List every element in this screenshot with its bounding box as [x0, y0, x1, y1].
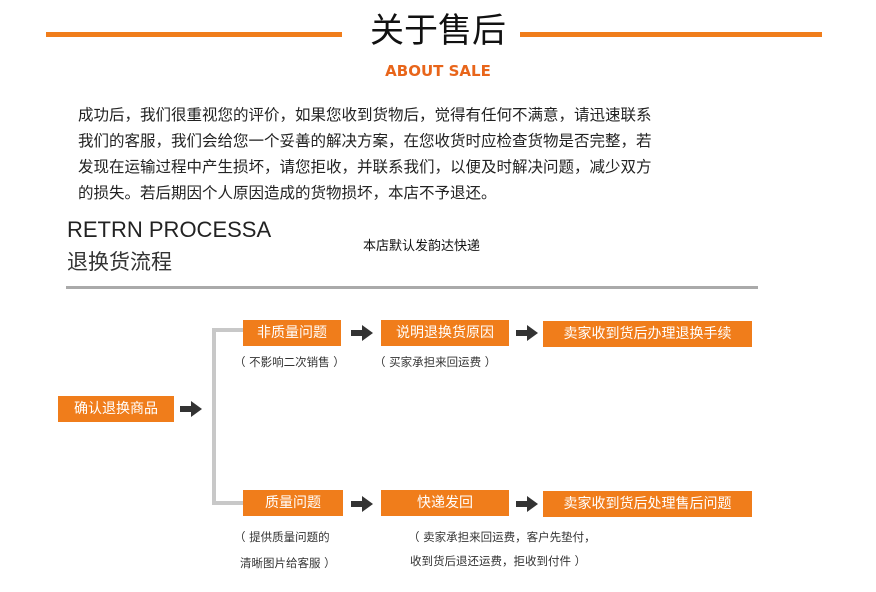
header-bar-left — [46, 32, 342, 37]
flow-connector-bottom — [212, 501, 243, 505]
right-arrow-icon — [516, 325, 538, 341]
process-title-cn: 退换货流程 — [67, 250, 172, 274]
flow-bottom-step1-note: （ 提供质量问题的 — [234, 530, 330, 544]
flow-connector-top — [212, 328, 243, 332]
intro-line: 发现在运输过程中产生损坏，请您拒收，并联系我们，以便及时解决问题，减少双方 — [78, 158, 652, 176]
flow-top-step1-note: （ 不影响二次销售 ） — [234, 355, 345, 369]
flow-bottom-step2-note: （ 卖家承担来回运费，客户先垫付， — [408, 530, 596, 544]
intro-paragraph: 成功后，我们很重视您的评价，如果您收到货物后，觉得有任何不满意，请迅速联系 我们… — [78, 102, 768, 206]
page-subtitle: ABOUT SALE — [385, 62, 491, 80]
flow-top-step3-box: 卖家收到货后办理退换手续 — [543, 321, 752, 347]
right-arrow-icon — [351, 496, 373, 512]
flow-bottom-step1-box: 质量问题 — [243, 490, 343, 516]
flow-bottom-step3-box: 卖家收到货后处理售后问题 — [543, 491, 752, 517]
section-divider — [66, 286, 758, 289]
flow-top-step1-box: 非质量问题 — [243, 320, 341, 346]
header-bar-right — [500, 32, 822, 37]
intro-line: 我们的客服，我们会给您一个妥善的解决方案，在您收货时应检查货物是否完整，若 — [78, 132, 652, 150]
page-title: 关于售后 — [0, 11, 876, 51]
flow-connector-vertical — [212, 328, 216, 505]
intro-line: 的损失。若后期因个人原因造成的货物损坏，本店不予退还。 — [78, 184, 497, 202]
right-arrow-icon — [180, 401, 202, 417]
flow-top-step2-note: （ 买家承担来回运费 ） — [374, 355, 497, 369]
flow-start-box: 确认退换商品 — [58, 396, 174, 422]
shipping-note: 本店默认发韵达快递 — [363, 239, 481, 254]
flow-bottom-step2-box: 快递发回 — [381, 490, 509, 516]
flow-top-step2-box: 说明退换货原因 — [381, 320, 509, 346]
intro-line: 成功后，我们很重视您的评价，如果您收到货物后，觉得有任何不满意，请迅速联系 — [78, 106, 652, 124]
flow-bottom-step1-note: 清晰图片给客服 ） — [240, 556, 336, 570]
process-title-en: RETRN PROCESSA — [67, 217, 272, 242]
right-arrow-icon — [516, 496, 538, 512]
flow-bottom-step2-note: 收到货后退还运费，拒收到付件 ） — [410, 554, 587, 568]
right-arrow-icon — [351, 325, 373, 341]
